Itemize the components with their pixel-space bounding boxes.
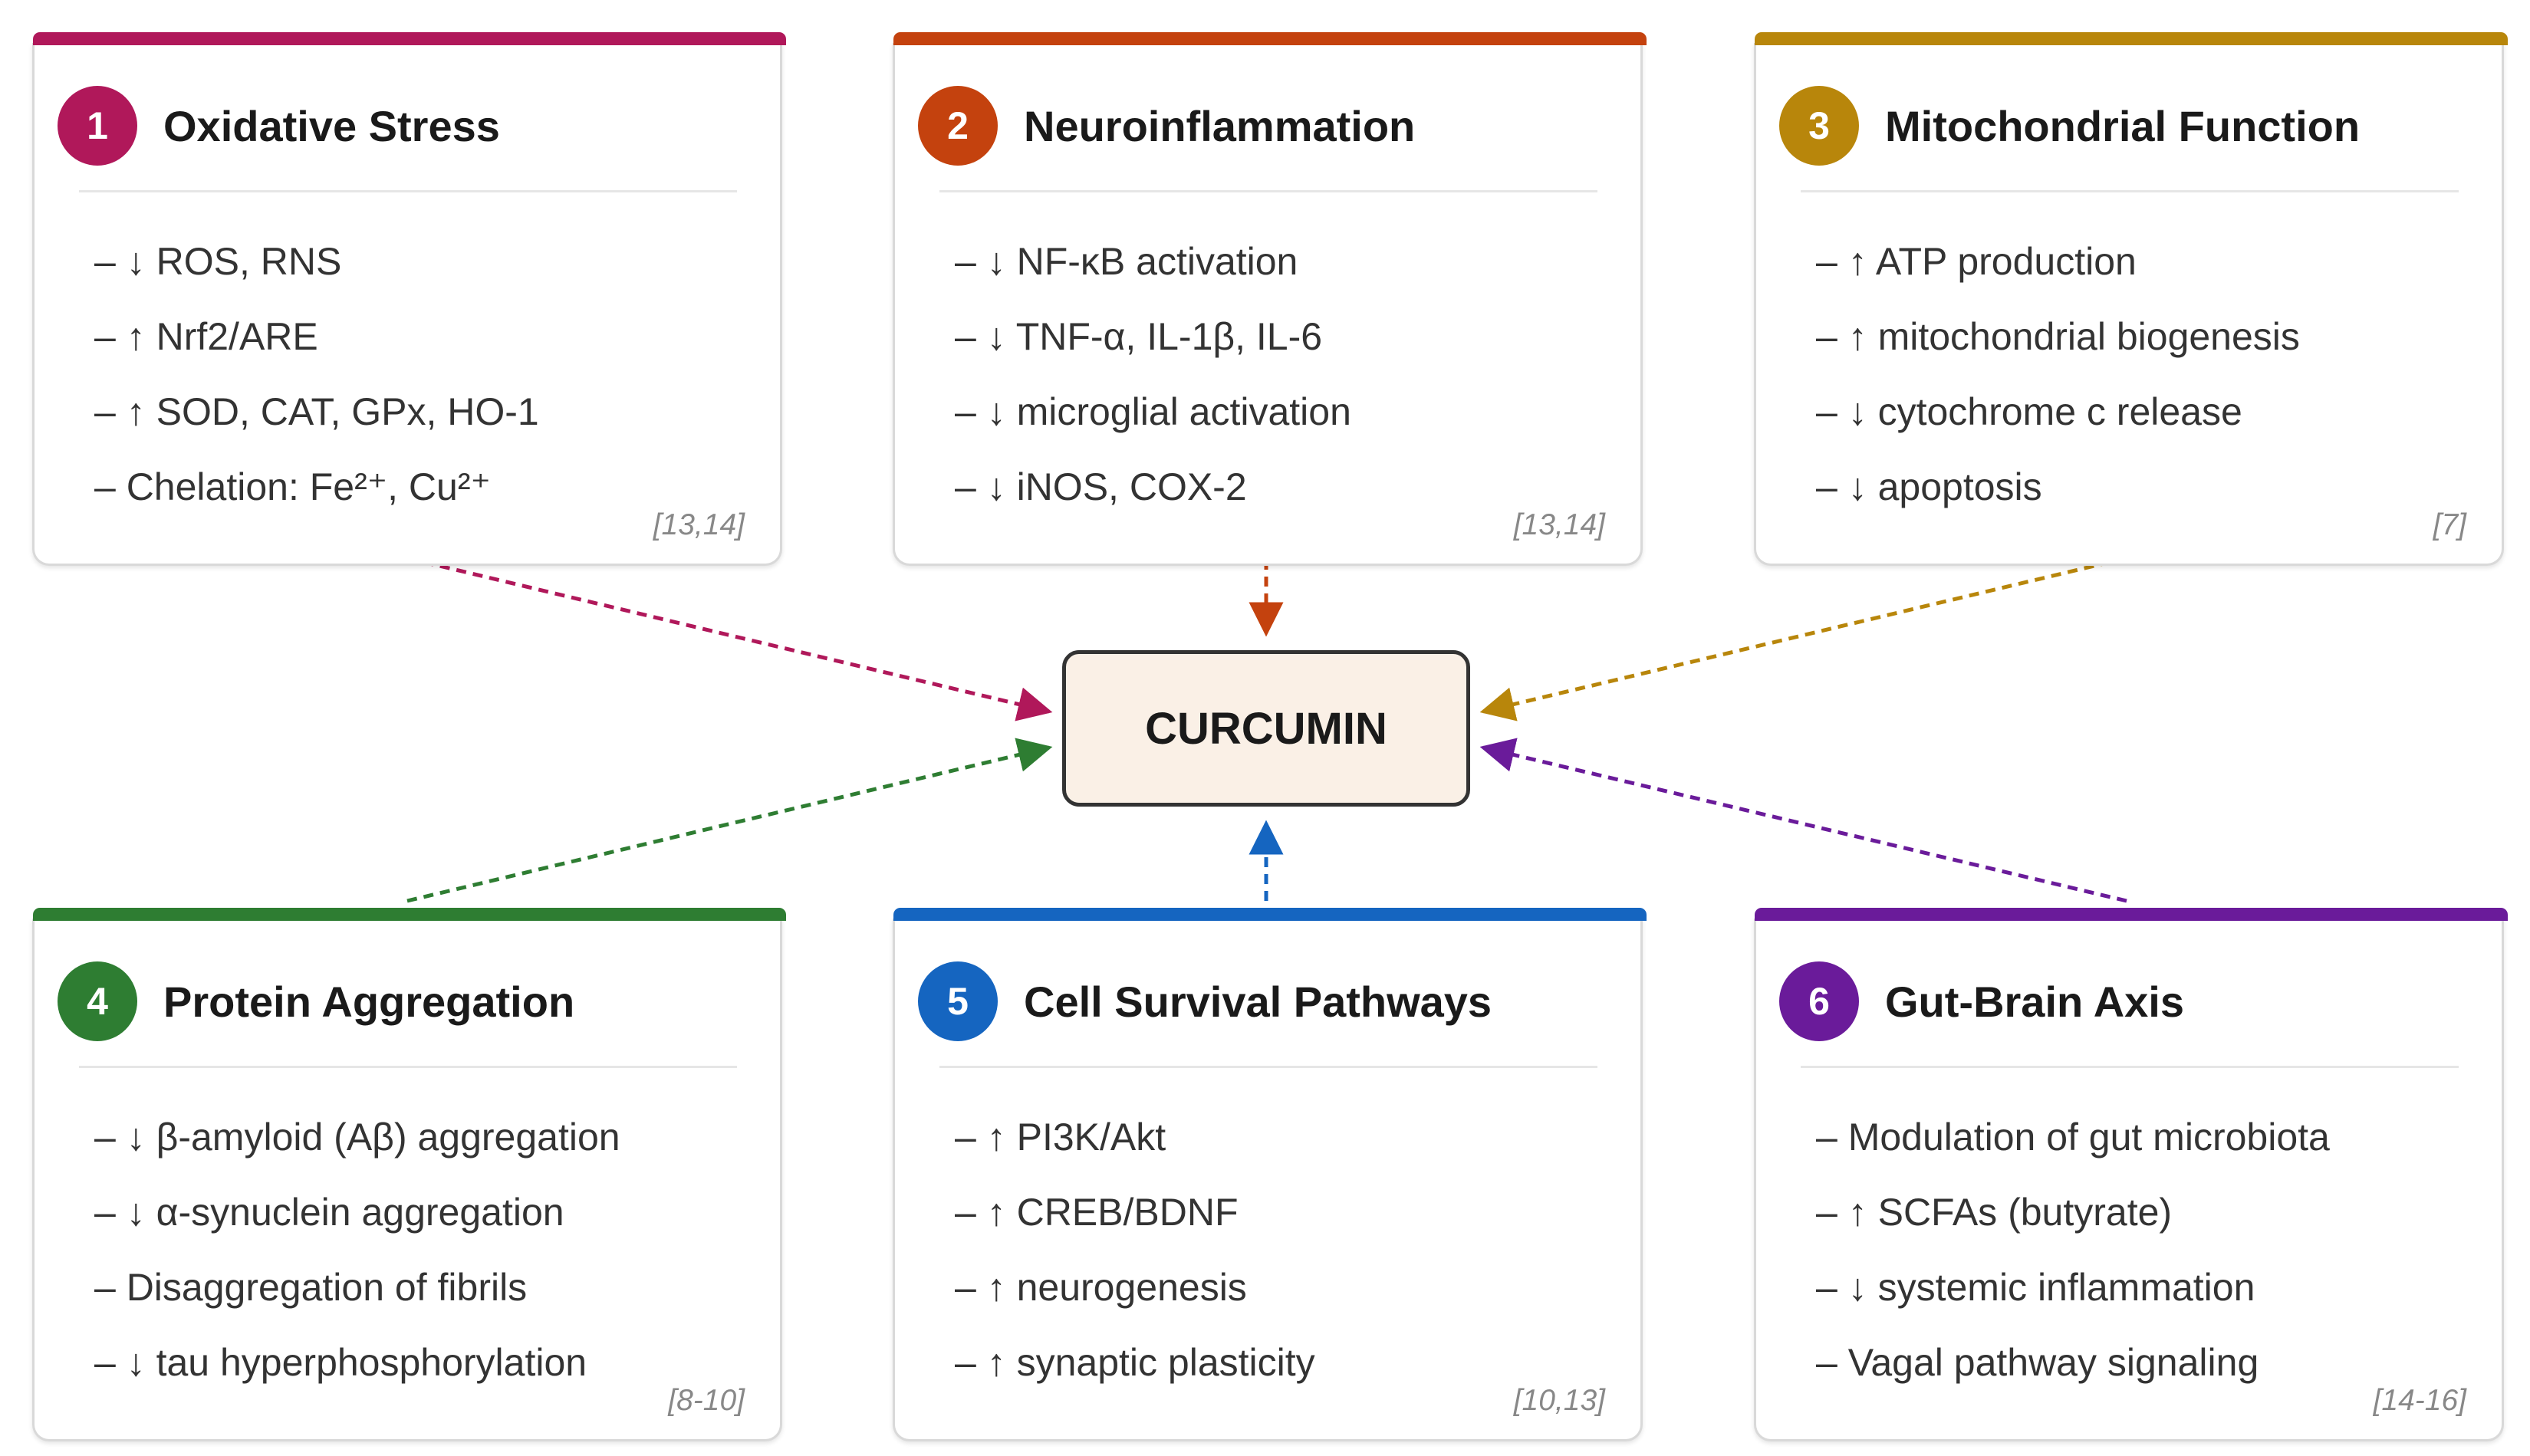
card-divider <box>79 190 737 192</box>
card-effect-item: – Modulation of gut microbiota <box>1816 1116 2330 1159</box>
card-effect-item: – ↑ CREB/BDNF <box>955 1191 1239 1234</box>
card-divider <box>939 1066 1597 1068</box>
card-effect-item: – ↓ β-amyloid (Aβ) aggregation <box>94 1116 620 1159</box>
card-effect-item: – ↓ cytochrome c release <box>1816 390 2242 433</box>
card-effect-list: – ↓ β-amyloid (Aβ) aggregation – ↓ α-synu… <box>94 1099 620 1400</box>
card-number-badge: 4 <box>58 961 137 1041</box>
card-accent-bar <box>1755 32 2508 45</box>
card-reference: [13,14] <box>653 508 745 541</box>
card-number-badge: 1 <box>58 86 137 166</box>
card-effect-list: – ↓ ROS, RNS – ↑ Nrf2/ARE – ↑ SOD, CAT, GP… <box>94 224 539 524</box>
card-title: Protein Aggregation <box>163 977 575 1026</box>
card-effect-item: – ↑ ATP production <box>1816 240 2137 283</box>
card-effect-item: – ↑ synaptic plasticity <box>955 1341 1315 1384</box>
card-effect-item: – ↑ Nrf2/ARE <box>94 315 318 358</box>
card-accent-bar <box>893 32 1647 45</box>
card-accent-bar <box>33 908 786 921</box>
card-title: Oxidative Stress <box>163 101 500 150</box>
card-divider <box>939 190 1597 192</box>
card-title: Gut-Brain Axis <box>1885 977 2184 1026</box>
card-effect-item: – Vagal pathway signaling <box>1816 1341 2259 1384</box>
card-effect-item: – ↑ SCFAs (butyrate) <box>1816 1191 2173 1234</box>
mechanism-card-5: 5 Cell Survival Pathways – ↑ PI3K/Akt – ↑ C… <box>893 908 1647 1441</box>
card-number-badge: 5 <box>918 961 998 1041</box>
arrow-card-3-to-curcumin <box>1479 556 2127 721</box>
card-effect-item: – Chelation: Fe²⁺, Cu²⁺ <box>94 465 491 508</box>
center-label: CURCUMIN <box>1145 703 1387 754</box>
card-effect-item: – ↑ mitochondrial biogenesis <box>1816 315 2300 358</box>
card-reference: [8-10] <box>668 1384 745 1417</box>
card-title: Mitochondrial Function <box>1885 101 2361 150</box>
card-effect-item: – ↓ NF-κB activation <box>955 240 1298 283</box>
card-divider <box>1801 1066 2459 1068</box>
card-effect-list: – ↓ NF-κB activation – ↓ TNF-α, IL-1β, IL… <box>955 224 1351 524</box>
card-effect-item: – ↓ ROS, RNS <box>94 240 342 283</box>
card-effect-item: – ↑ SOD, CAT, GPx, HO-1 <box>94 390 539 433</box>
center-node-curcumin: CURCUMIN <box>1062 650 1470 807</box>
card-effect-list: – ↑ PI3K/Akt – ↑ CREB/BDNF – ↑ neurogenesi… <box>955 1099 1315 1400</box>
arrow-card-1-to-curcumin <box>406 556 1053 721</box>
card-reference: [10,13] <box>1513 1384 1605 1417</box>
card-effect-item: – ↓ microglial activation <box>955 390 1351 433</box>
card-reference: [7] <box>2433 508 2466 541</box>
card-title: Neuroinflammation <box>1024 101 1416 150</box>
card-divider <box>79 1066 737 1068</box>
arrow-card-6-to-curcumin <box>1479 738 2127 903</box>
mechanism-card-3: 3 Mitochondrial Function – ↑ ATP productio… <box>1754 32 2508 566</box>
mechanism-card-1: 1 Oxidative Stress – ↓ ROS, RNS – ↑ Nrf2/AR… <box>32 32 786 566</box>
card-effect-item: – ↓ TNF-α, IL-1β, IL-6 <box>955 315 1323 358</box>
card-reference: [14-16] <box>2373 1384 2466 1417</box>
card-effect-item: – Disaggregation of fibrils <box>94 1266 528 1309</box>
card-accent-bar <box>33 32 786 45</box>
mechanism-card-6: 6 Gut-Brain Axis – Modulation of gut micro… <box>1754 908 2508 1441</box>
arrow-card-4-to-curcumin <box>406 738 1053 903</box>
card-effect-item: – ↑ neurogenesis <box>955 1266 1247 1309</box>
card-effect-item: – ↓ α-synuclein aggregation <box>94 1191 564 1234</box>
card-title: Cell Survival Pathways <box>1024 977 1492 1026</box>
card-effect-item: – ↑ PI3K/Akt <box>955 1116 1166 1159</box>
card-effect-list: – Modulation of gut microbiota – ↑ SCFAs … <box>1816 1099 2330 1400</box>
card-divider <box>1801 190 2459 192</box>
card-effect-list: – ↑ ATP production – ↑ mitochondrial biog… <box>1816 224 2300 524</box>
card-effect-item: – ↓ iNOS, COX-2 <box>955 465 1247 508</box>
card-effect-item: – ↓ tau hyperphosphorylation <box>94 1341 587 1384</box>
card-number-badge: 6 <box>1779 961 1859 1041</box>
card-number-badge: 3 <box>1779 86 1859 166</box>
card-accent-bar <box>1755 908 2508 921</box>
card-number-badge: 2 <box>918 86 998 166</box>
card-effect-item: – ↓ systemic inflammation <box>1816 1266 2255 1309</box>
card-accent-bar <box>893 908 1647 921</box>
card-reference: [13,14] <box>1513 508 1605 541</box>
mechanism-card-4: 4 Protein Aggregation – ↓ β-amyloid (Aβ) a… <box>32 908 786 1441</box>
card-effect-item: – ↓ apoptosis <box>1816 465 2042 508</box>
